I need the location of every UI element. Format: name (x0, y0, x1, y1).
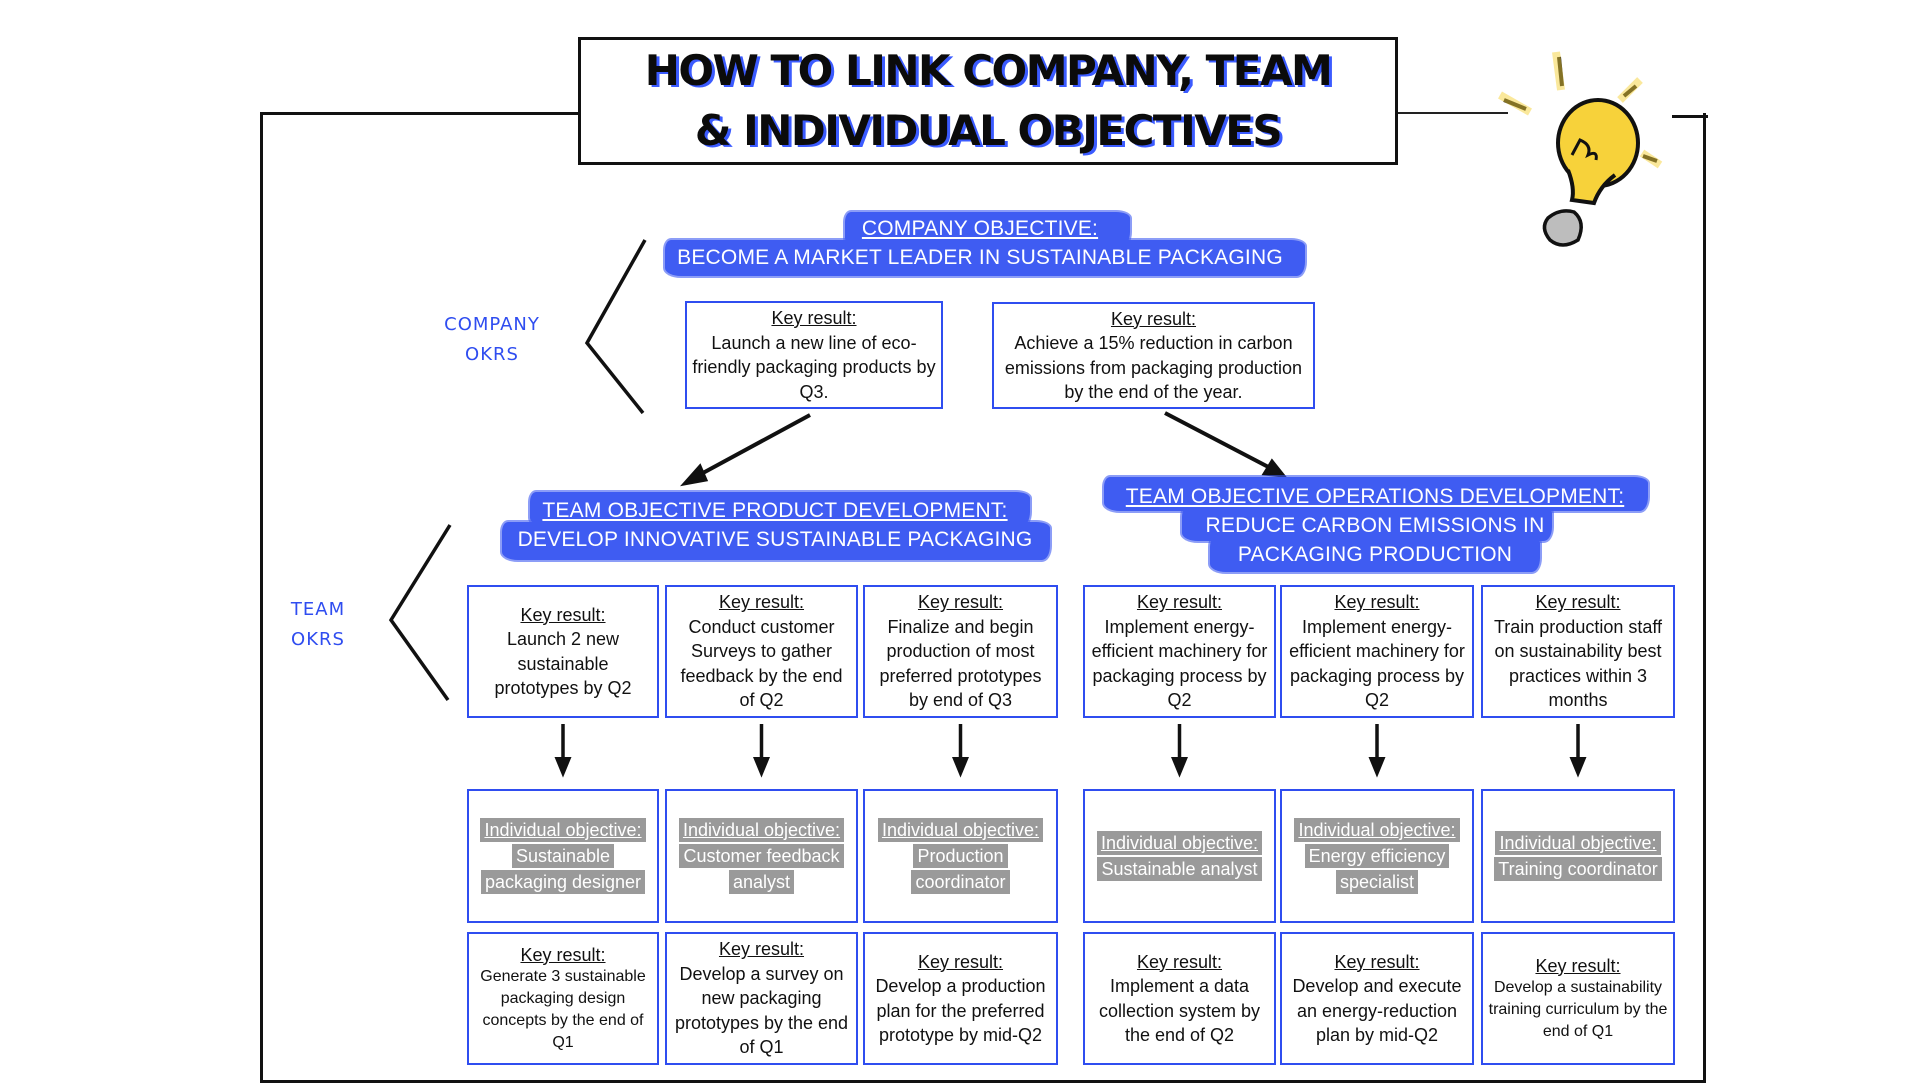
title-line-1: HOW TO LINK COMPANY, TEAM (644, 46, 1333, 95)
individual-key-result-5: Key result: Develop and execute an energ… (1280, 932, 1474, 1065)
team-objective-2-brush-bottom (1210, 537, 1540, 572)
kr-label: Key result: (771, 308, 857, 328)
kr-text: Conduct customer Surveys to gather feedb… (680, 616, 843, 711)
individual-objective-role: specialist (1335, 870, 1419, 894)
frame-top-border-corner (1672, 115, 1708, 118)
team-key-result-2: Key result: Conduct customer Surveys to … (665, 585, 858, 718)
individual-objective-4: Individual objective:Sustainable analyst (1083, 789, 1276, 923)
kr-label: Key result: (1535, 955, 1621, 976)
individual-key-result-2: Key result: Develop a survey on new pack… (665, 932, 858, 1065)
individual-objective-label: Individual objective: (1096, 831, 1263, 855)
individual-key-result-6: Key result: Develop a sustainability tra… (1481, 932, 1675, 1065)
kr-label: Key result: (1136, 592, 1223, 613)
company-key-result-1: Key result: Launch a new line of eco-fri… (685, 301, 943, 409)
individual-objective-role: packaging designer (480, 870, 646, 894)
individual-objective-role: analyst (728, 870, 795, 894)
team-objective-2: TEAM OBJECTIVE OPERATIONS DEVELOPMENT: R… (1100, 482, 1650, 569)
team-key-result-3: Key result: Finalize and begin productio… (863, 585, 1058, 718)
company-objective: COMPANY OBJECTIVE: BECOME A MARKET LEADE… (640, 214, 1320, 272)
team-objective-2-heading: TEAM OBJECTIVE OPERATIONS DEVELOPMENT: (1125, 485, 1625, 508)
kr-label: Key result: (520, 604, 606, 625)
kr-label: Key result: (1334, 951, 1420, 972)
individual-objective-label: Individual objective: (877, 818, 1044, 842)
company-objective-heading: COMPANY OBJECTIVE: (861, 217, 1099, 240)
team-objective-2-line-2: PACKAGING PRODUCTION (1237, 543, 1513, 566)
team-key-result-1: Key result: Launch 2 new sustainable pro… (467, 585, 659, 718)
team-okrs-label-line2: OKRS (291, 629, 345, 650)
team-okrs-label-line1: TEAM (290, 599, 346, 620)
team-objective-2-brush-mid (1182, 507, 1552, 541)
team-key-result-4: Key result: Implement energy-efficient m… (1083, 585, 1276, 718)
kr-text: Launch 2 new sustainable prototypes by Q… (494, 629, 632, 698)
individual-objective-role: Sustainable analyst (1097, 857, 1262, 881)
individual-objective-role: Sustainable (511, 844, 615, 868)
kr-label: Key result: (718, 592, 805, 613)
individual-key-result-3: Key result: Develop a production plan fo… (863, 932, 1058, 1065)
kr-label: Key result: (1110, 308, 1197, 329)
kr-text: Finalize and begin production of most pr… (879, 616, 1042, 711)
company-okrs-label-line2: OKRS (465, 344, 519, 365)
individual-objective-role: Production (913, 844, 1008, 868)
kr-label: Key result: (520, 944, 606, 965)
team-key-result-6: Key result: Train production staff on su… (1481, 585, 1675, 718)
company-objective-text: BECOME A MARKET LEADER IN SUSTAINABLE PA… (677, 246, 1283, 269)
individual-objective-role: coordinator (911, 870, 1010, 894)
company-objective-brush-bottom (665, 240, 1305, 276)
title-box: HOW TO LINK COMPANY, TEAM & INDIVIDUAL O… (578, 37, 1398, 165)
team-objective-1: TEAM OBJECTIVE PRODUCT DEVELOPMENT: DEVE… (490, 496, 1060, 554)
frame-top-border-right (1398, 112, 1508, 114)
team-objective-1-line: DEVELOP INNOVATIVE SUSTAINABLE PACKAGING (517, 528, 1033, 551)
kr-text: Implement energy-efficient machinery for… (1289, 616, 1465, 711)
kr-text: Develop and execute an energy-reduction … (1292, 976, 1462, 1045)
individual-objective-label: Individual objective: (678, 818, 845, 842)
individual-objective-role: Energy efficiency (1304, 844, 1450, 868)
kr-text: Launch a new line of eco-friendly packag… (692, 332, 936, 402)
kr-label: Key result: (718, 939, 805, 960)
kr-text: Develop a survey on new packaging protot… (674, 963, 849, 1058)
team-objective-2-brush-top (1104, 477, 1648, 511)
individual-objective-role: Customer feedback (679, 844, 844, 868)
individual-key-result-4: Key result: Implement a data collection … (1083, 932, 1276, 1065)
kr-label: Key result: (917, 951, 1004, 972)
kr-text: Implement a data collection system by th… (1098, 976, 1261, 1045)
frame-top-border-left (260, 112, 580, 115)
kr-label: Key result: (1136, 951, 1223, 972)
kr-label: Key result: (1535, 592, 1621, 613)
company-okrs-label-line1: COMPANY (444, 314, 540, 335)
kr-label: Key result: (1334, 592, 1420, 613)
individual-key-result-1: Key result: Generate 3 sustainable packa… (467, 932, 659, 1065)
team-objective-1-brush-top (530, 492, 1030, 526)
kr-text: Train production staff on sustainability… (1493, 616, 1663, 711)
individual-objective-6: Individual objective:Training coordinato… (1481, 789, 1675, 923)
title-line-2: & INDIVIDUAL OBJECTIVES (694, 106, 1283, 155)
team-objective-1-brush-bottom (502, 522, 1050, 560)
team-okrs-label: TEAM OKRS (268, 595, 368, 655)
individual-objective-label: Individual objective: (1294, 818, 1460, 842)
company-okrs-label: COMPANY OKRS (432, 310, 552, 370)
kr-text: Generate 3 sustainable packaging design … (480, 967, 646, 1051)
kr-label: Key result: (917, 592, 1004, 613)
individual-objective-label: Individual objective: (1495, 831, 1661, 855)
kr-text: Develop a production plan for the prefer… (875, 976, 1046, 1045)
kr-text: Implement energy-efficient machinery for… (1091, 616, 1268, 711)
individual-objective-label: Individual objective: (480, 818, 646, 842)
individual-objective-role: Training coordinator (1494, 857, 1662, 881)
kr-text: Develop a sustainability training curric… (1488, 978, 1668, 1040)
kr-text: Achieve a 15% reduction in carbon emissi… (1004, 333, 1303, 402)
team-objective-2-line-1: REDUCE CARBON EMISSIONS IN (1205, 514, 1545, 537)
company-key-result-2: Key result: Achieve a 15% reduction in c… (992, 302, 1315, 409)
team-key-result-5: Key result: Implement energy-efficient m… (1280, 585, 1474, 718)
team-objective-1-heading: TEAM OBJECTIVE PRODUCT DEVELOPMENT: (542, 499, 1008, 522)
